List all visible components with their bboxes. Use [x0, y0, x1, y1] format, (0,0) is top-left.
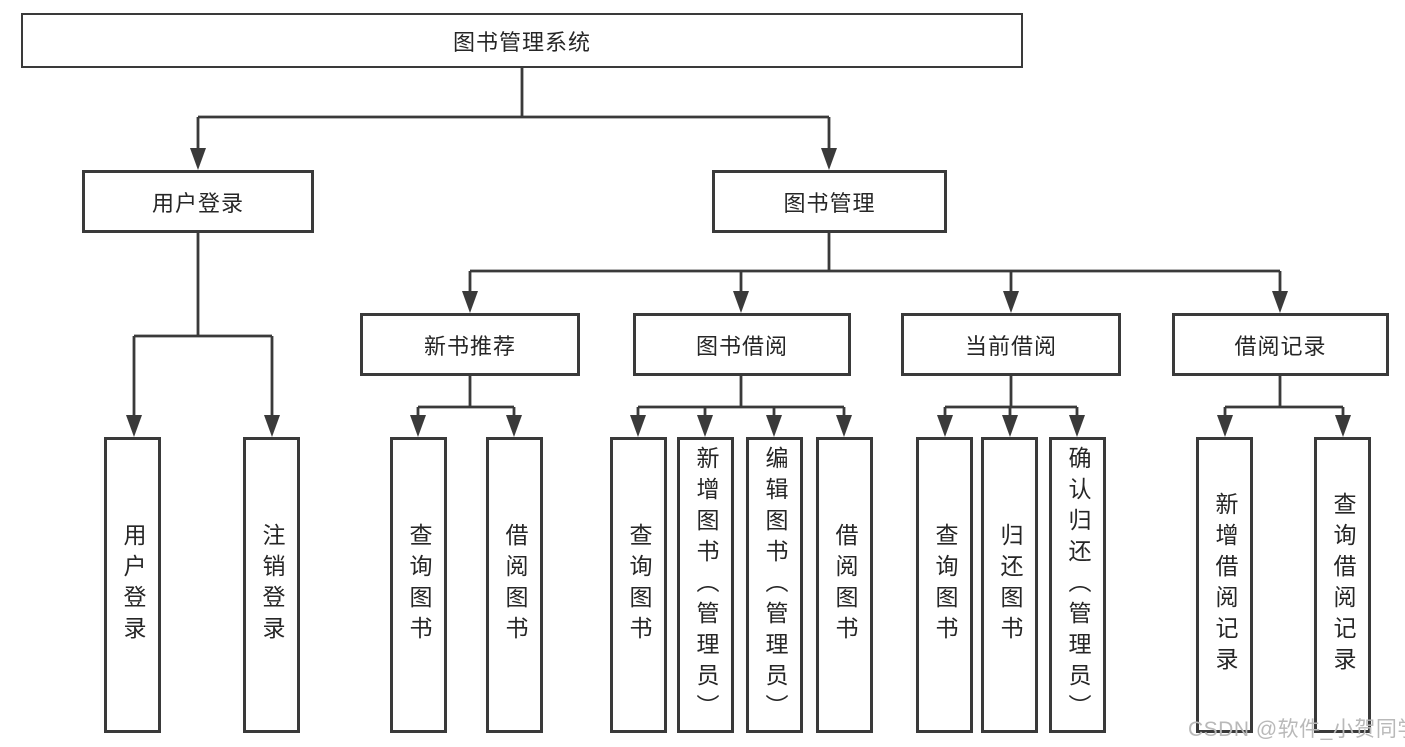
leaf-logout: 注销登录 — [243, 437, 300, 733]
node-current-borrowing: 当前借阅 — [901, 313, 1121, 376]
leaf-borrow-books-2: 借阅图书 — [816, 437, 873, 733]
leaf-return-books: 归还图书 — [981, 437, 1038, 733]
leaf-add-borrow-record: 新增借阅记录 — [1196, 437, 1253, 733]
leaf-edit-book-admin: 编辑图书（管理员） — [746, 437, 803, 733]
leaf-borrow-books: 借阅图书 — [486, 437, 543, 733]
node-book-borrowing: 图书借阅 — [633, 313, 851, 376]
leaf-query-books-3: 查询图书 — [916, 437, 973, 733]
leaf-add-book-admin: 新增图书（管理员） — [677, 437, 734, 733]
node-borrowing-records: 借阅记录 — [1172, 313, 1389, 376]
leaf-query-books: 查询图书 — [390, 437, 447, 733]
watermark: CSDN @软件_小贺同学 — [1188, 718, 1405, 741]
leaf-query-borrow-record: 查询借阅记录 — [1314, 437, 1371, 733]
node-library-system: 图书管理系统 — [21, 13, 1023, 68]
leaf-confirm-return-admin: 确认归还（管理员） — [1049, 437, 1106, 733]
node-user-login: 用户登录 — [82, 170, 314, 233]
node-book-management: 图书管理 — [712, 170, 947, 233]
node-new-book-recommend: 新书推荐 — [360, 313, 580, 376]
leaf-query-books-2: 查询图书 — [610, 437, 667, 733]
leaf-user-login: 用户登录 — [104, 437, 161, 733]
